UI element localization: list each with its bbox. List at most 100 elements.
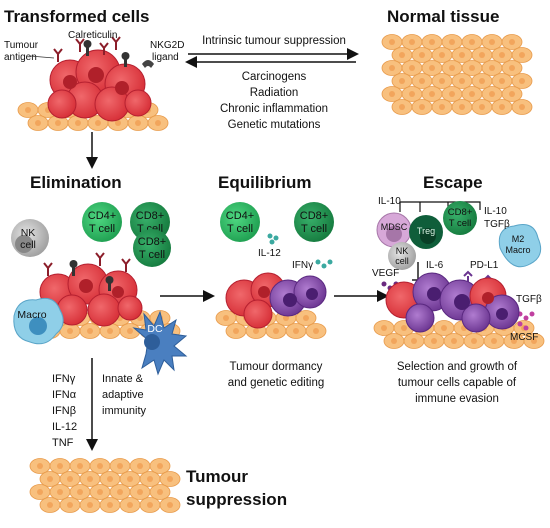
tissue-cell-nucleus [67,476,73,482]
treg-cell: Treg [409,215,443,249]
heading-tumour-suppression-line1: Tumour [186,467,248,486]
cd8-t-cell-equilibrium: CD8+ T cell [294,202,334,242]
cd4-t-cell-elimination: CD4+ T cell [82,202,122,242]
tissue-cell-nucleus [97,463,103,469]
cytokine-5: TNF [52,437,74,449]
tissue-cell-nucleus [449,91,455,97]
tissue-cell-nucleus [509,91,515,97]
tissue-cell-nucleus [439,104,445,110]
svg-text:M2: M2 [512,234,525,244]
tissue-cell-nucleus [37,489,43,495]
tissue-cell-nucleus [167,476,173,482]
tissue-cell-nucleus [223,315,229,321]
tissue-cell-nucleus [459,104,465,110]
tissue-cell-nucleus [47,476,53,482]
svg-text:Treg: Treg [417,226,435,236]
tissue-cell-nucleus [117,489,123,495]
tissue-cell-nucleus [519,52,525,58]
tissue-cell-nucleus [479,52,485,58]
label-cause-4: Genetic mutations [228,119,321,131]
nk-cell-elimination: NK cell [11,219,49,257]
label-tgfb-side: TGFβ [516,294,542,305]
tissue-cell-nucleus [75,120,81,126]
label-calreticulin: Calreticulin [68,30,117,41]
tissue-cell-nucleus [389,91,395,97]
tissue-cell-nucleus [491,338,497,344]
label-pdl1: PD-L1 [470,260,499,271]
normal-tissue-layer [381,34,533,115]
heading-normal-tissue: Normal tissue [387,7,499,26]
heading-elimination: Elimination [30,173,122,192]
tissue-cell-nucleus [409,65,415,71]
tissue-cell-nucleus [409,91,415,97]
macrophage-elimination: Macro [13,297,64,345]
tissue-cell-nucleus [47,502,53,508]
tissue-cell-nucleus [77,463,83,469]
equilibrium-caption-line1: Tumour dormancy [230,361,323,373]
label-cause-2: Radiation [250,87,299,99]
innate-text-2: adaptive [102,389,144,401]
tissue-cell-nucleus [499,52,505,58]
cd8-t-cell-escape: CD8+ T cell [443,201,477,235]
label-tumour-antigen-line1: Tumour [4,40,39,51]
tissue-cell-nucleus [489,39,495,45]
tissue-cell-nucleus [155,120,161,126]
tissue-cell-nucleus [389,65,395,71]
label-nkg2d-line2: ligand [152,52,179,63]
tissue-cell-nucleus [451,338,457,344]
nkg2d-ligand-icon [142,60,154,68]
tissue-cell-nucleus [137,489,143,495]
tissue-cell-nucleus [489,65,495,71]
label-ifng-equilibrium: IFNγ [292,260,313,271]
escape-tumour-cluster [385,272,520,333]
dendritic-cell: DC [132,310,188,376]
tissue-cell-nucleus [87,328,93,334]
svg-text:cell: cell [395,256,409,266]
tissue-cell-nucleus [57,463,63,469]
tissue-cell-nucleus [283,315,289,321]
pointer-tumour-antigen [29,55,55,59]
cd8-t-cell-elimination-2: CD8+ T cell [133,229,171,267]
tissue-cell-nucleus [509,65,515,71]
tissue-cell-nucleus [137,463,143,469]
tissue-cell-nucleus [167,502,173,508]
tissue-cell-nucleus [401,325,407,331]
transformed-tumour-cluster [47,49,152,122]
tissue-cell-nucleus [519,104,525,110]
tissue-cell-nucleus [411,338,417,344]
equilibrium-tumour-cluster [225,272,327,329]
tissue-cell-nucleus [157,489,163,495]
heading-tumour-suppression-line2: suppression [186,490,287,509]
ifng-dots [315,259,333,269]
tumour-antigen-icons [53,36,121,62]
tissue-cell-nucleus [471,338,477,344]
tissue-cell-nucleus [429,39,435,45]
innate-text-1: Innate & [102,373,144,385]
svg-text:CD4+: CD4+ [88,210,116,222]
tissue-cell-nucleus [135,120,141,126]
tissue-cell-nucleus [419,52,425,58]
tissue-cell-nucleus [117,463,123,469]
label-intrinsic-suppression: Intrinsic tumour suppression [202,35,346,47]
elimination-calreticulin-icons [69,260,114,291]
cytokine-1: IFNγ [52,373,76,385]
calreticulin-icons [83,40,130,67]
label-vegf: VEGF [372,268,399,279]
tissue-cell-nucleus [489,91,495,97]
label-tumour-antigen-line2: antigen [4,52,37,63]
tissue-cell-nucleus [127,502,133,508]
svg-text:NK: NK [21,227,36,239]
tissue-cell-nucleus [115,120,121,126]
innate-text-3: immunity [102,405,147,417]
tissue-cell-nucleus [399,104,405,110]
tissue-cell-nucleus [95,120,101,126]
tissue-cell-nucleus [147,476,153,482]
tissue-cell-nucleus [399,78,405,84]
suppressed-tissue-layer [29,458,181,513]
il12-dots [267,233,279,245]
tissue-cell-nucleus [429,91,435,97]
tissue-cell-nucleus [431,338,437,344]
tissue-cell-nucleus [67,502,73,508]
label-il10-right: IL-10 [484,206,507,217]
svg-text:NK: NK [396,246,409,256]
